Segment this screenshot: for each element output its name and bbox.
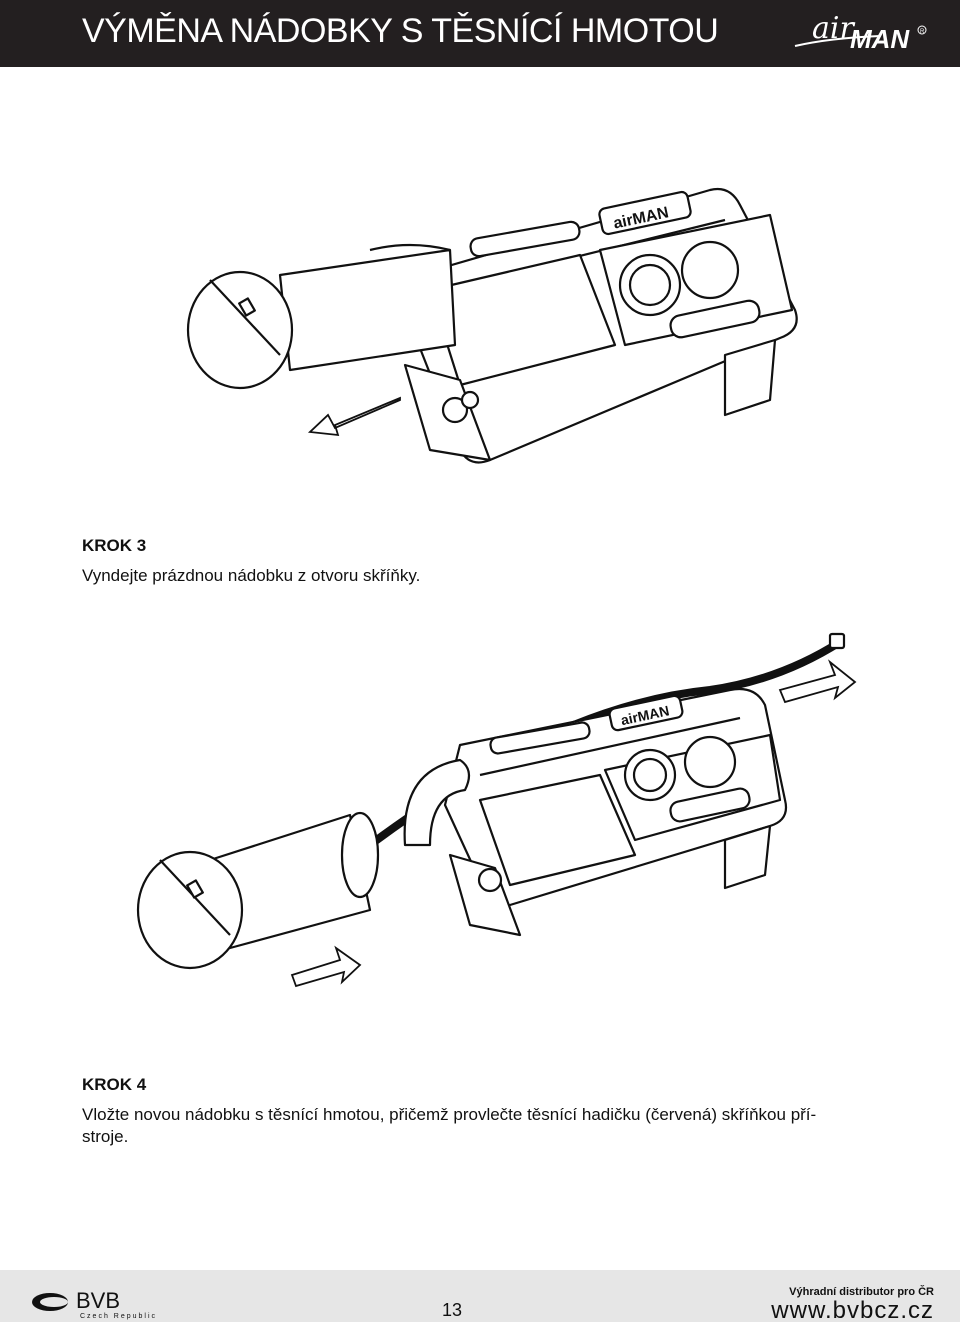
compressor-illustration-step3: airMAN bbox=[186, 187, 798, 464]
compressor-illustration-step4: airMAN bbox=[136, 632, 857, 988]
step4-title: KROK 4 bbox=[82, 1075, 147, 1094]
page-footer: BVB Czech Republic 13 Výhradní distribut… bbox=[0, 1270, 960, 1324]
page-title: VÝMĚNA NÁDOBKY S TĚSNÍCÍ HMOTOU bbox=[82, 12, 719, 50]
svg-text:R: R bbox=[920, 29, 925, 35]
svg-text:Czech Republic: Czech Republic bbox=[80, 1313, 157, 1320]
distributor-label: Výhradní distributor pro ČR bbox=[789, 1286, 934, 1298]
bvb-logo: BVB Czech Republic bbox=[32, 1288, 157, 1320]
airman-logo: air MAN R bbox=[794, 11, 927, 54]
svg-text:BVB: BVB bbox=[76, 1288, 120, 1313]
svg-text:air: air bbox=[812, 11, 855, 46]
step4-text: Vložte novou nádobku s těsnící hmotou, p… bbox=[82, 1105, 817, 1146]
step3-text: Vyndejte prázdnou nádobku z otvoru skříň… bbox=[82, 566, 421, 585]
website-link[interactable]: www.bvbcz.cz bbox=[771, 1297, 934, 1324]
step3-title: KROK 3 bbox=[82, 536, 147, 555]
svg-text:MAN: MAN bbox=[850, 24, 910, 54]
page-number: 13 bbox=[442, 1300, 463, 1320]
page-header: VÝMĚNA NÁDOBKY S TĚSNÍCÍ HMOTOU air MAN … bbox=[0, 0, 960, 67]
